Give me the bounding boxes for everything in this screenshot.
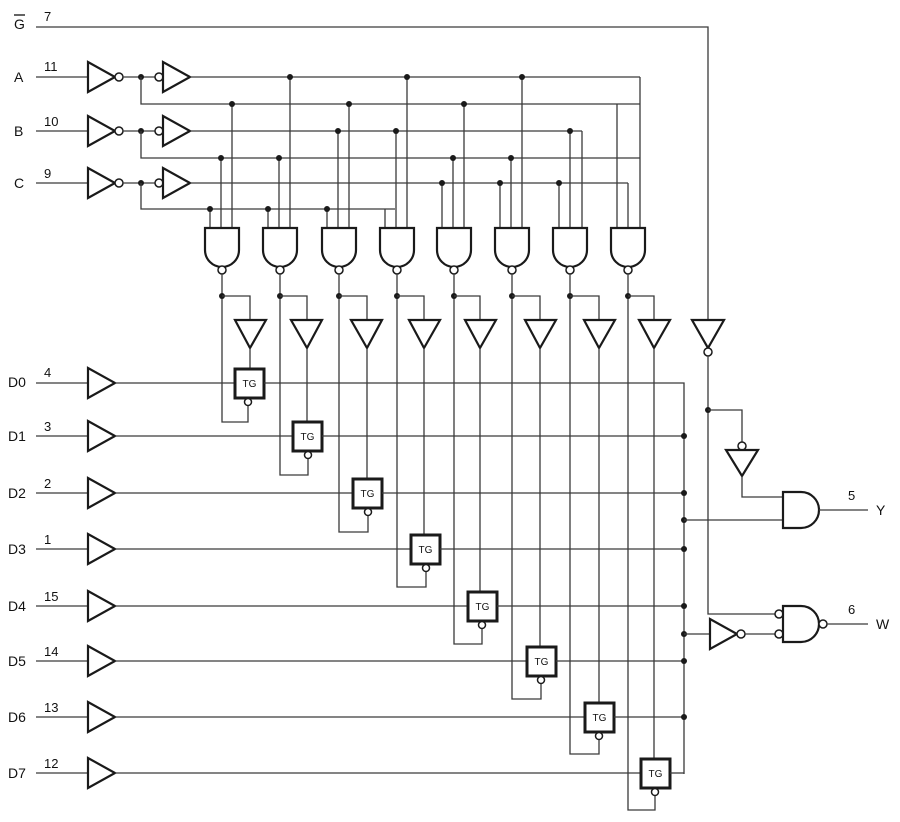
channel-7-inverter: [637, 318, 672, 351]
g-bar-pin: 7: [44, 9, 51, 24]
d5-pin: 14: [44, 644, 58, 659]
d0-label: D0: [8, 374, 26, 390]
channel-2-inverter: [349, 318, 384, 351]
select-b-label: B: [14, 123, 23, 139]
enable-wire: [36, 26, 709, 320]
nand-gate-3: [378, 226, 416, 275]
nand-gate-2: [320, 226, 358, 275]
tg-5-label: TG: [535, 657, 549, 668]
w-nand-gate: [781, 604, 821, 644]
select-a-buffer: [161, 60, 193, 94]
channel-3-inverter: [407, 318, 442, 351]
channel-5-inverter: [523, 318, 558, 351]
select-a-pin: 11: [44, 59, 58, 74]
d7-pin: 12: [44, 756, 58, 771]
channel-1-inverter: [289, 318, 324, 351]
data-input-d5: D5 14 TG: [8, 644, 687, 685]
nand-gate-5: [493, 226, 531, 275]
data-input-d2: D2 2 TG: [8, 476, 687, 517]
nand-gate-6: [551, 226, 589, 275]
tg-2-label: TG: [361, 489, 375, 500]
data-input-d4: D4 15 TG: [8, 589, 687, 630]
d2-pin: 2: [44, 476, 51, 491]
select-input-b: B 10: [14, 114, 640, 159]
channel-control: [219, 274, 672, 811]
data-input-d3: D3 1 TG: [8, 532, 687, 573]
transmission-gate-5: [525, 645, 558, 678]
nand-gate-4: [435, 226, 473, 275]
select-a-inverter: [86, 60, 118, 94]
select-c-buffer: [161, 166, 193, 200]
data-input-d7: D7 12 TG: [8, 756, 684, 797]
d6-label: D6: [8, 709, 26, 725]
select-b-buffer: [161, 114, 193, 148]
channel-0-inverter: [233, 318, 268, 351]
d3-pin: 1: [44, 532, 51, 547]
tg-0-label: TG: [243, 379, 257, 390]
tg-7-label: TG: [649, 769, 663, 780]
tg-3-label: TG: [419, 545, 433, 556]
d4-pin: 15: [44, 589, 58, 604]
tg-6-label: TG: [593, 713, 607, 724]
d4-label: D4: [8, 598, 26, 614]
output-stage: 5 Y 6 W: [681, 318, 890, 651]
channel-6-inverter: [582, 318, 617, 351]
data-input-d1: D1 3 TG: [8, 419, 687, 460]
select-c-label: C: [14, 175, 24, 191]
data-channels: D0 4 TG D1 3 TG D2 2: [8, 365, 687, 797]
nand-gate-7: [609, 226, 647, 275]
data-input-d6: D6 13 TG: [8, 700, 687, 741]
d2-label: D2: [8, 485, 26, 501]
select-a-label: A: [14, 69, 24, 85]
nand-gate-1: [261, 226, 299, 275]
y-and-gate: [781, 490, 821, 530]
d7-label: D7: [8, 765, 26, 781]
w-path-inverter: [708, 617, 740, 651]
d1-label: D1: [8, 428, 26, 444]
decoder-nand-gates: [203, 74, 647, 275]
d3-label: D3: [8, 541, 26, 557]
select-input-a: A 11: [14, 59, 640, 105]
w-pin: 6: [848, 602, 855, 617]
g-bar-label: G: [14, 16, 25, 32]
y-pin: 5: [848, 488, 855, 503]
y-path-inverter: [724, 448, 760, 479]
select-b-pin: 10: [44, 114, 58, 129]
select-c-inverter: [86, 166, 118, 200]
select-input-c: C 9: [14, 166, 628, 210]
enable-inverter: [690, 318, 726, 351]
enable-input: G 7: [14, 9, 709, 320]
select-b-inverter: [86, 114, 118, 148]
w-output-label: W: [876, 616, 890, 632]
select-taps: [207, 74, 641, 228]
data-input-d0: D0 4 TG: [8, 365, 685, 774]
tg-4-label: TG: [476, 602, 490, 613]
tg-1-label: TG: [301, 432, 315, 443]
d5-label: D5: [8, 653, 26, 669]
d6-pin: 13: [44, 700, 58, 715]
d0-pin: 4: [44, 365, 51, 380]
d1-pin: 3: [44, 419, 51, 434]
y-output-label: Y: [876, 502, 886, 518]
channel-4-inverter: [463, 318, 498, 351]
select-c-pin: 9: [44, 166, 51, 181]
nand-gate-0: [203, 226, 241, 275]
